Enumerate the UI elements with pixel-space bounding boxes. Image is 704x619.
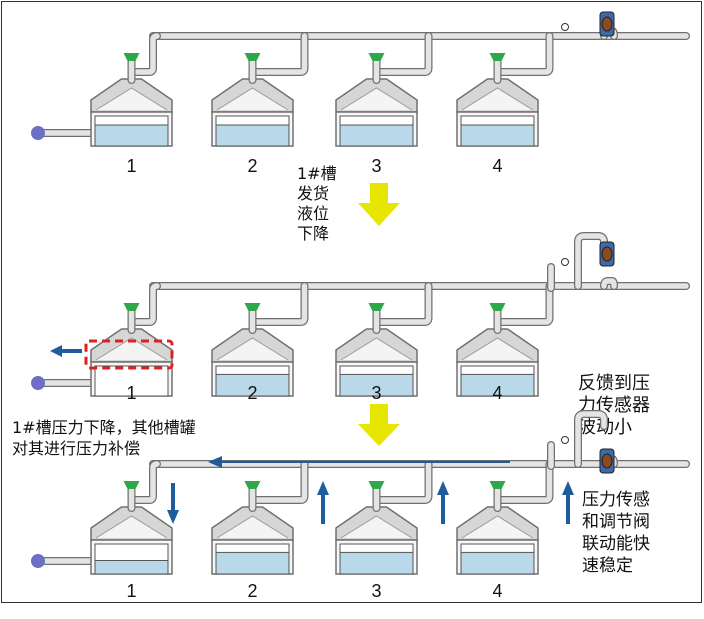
- linkage-line: 压力传感: [582, 490, 650, 510]
- feedback-annotation: 反馈到压 力传感器 波动小: [578, 373, 650, 438]
- linkage-line: 和调节阀: [582, 512, 650, 532]
- tank: 2: [211, 53, 294, 176]
- compensation-line: 1#槽压力下降，其他槽罐: [12, 418, 196, 437]
- stage-3: 1 2 3 4: [31, 410, 690, 601]
- nozzle-icon: [489, 481, 506, 489]
- tank-label: 2: [247, 156, 257, 176]
- tank: 3: [335, 53, 418, 176]
- tank-label: 2: [247, 383, 257, 403]
- tank-label: 1: [126, 156, 136, 176]
- nozzle-icon: [368, 481, 385, 489]
- tank-label: 1: [126, 383, 136, 403]
- nozzle-icon: [368, 53, 385, 61]
- compensation-flow-arrow: [208, 456, 510, 468]
- pressure-sensor-icon: [561, 436, 569, 444]
- nozzle-icon: [123, 303, 140, 311]
- step-line: 下降: [297, 224, 329, 243]
- step-line: 1#槽: [297, 164, 337, 183]
- tank-label: 1: [126, 581, 136, 601]
- stage-1: 1 2 3 4: [31, 11, 690, 176]
- tank-2-connection: [248, 32, 309, 76]
- stage-2: 1 2 3 4: [31, 232, 690, 403]
- tank-label: 3: [371, 581, 381, 601]
- tank-1-riser: [130, 460, 161, 504]
- liquid-level: [94, 560, 169, 575]
- tank-2-connection: [248, 282, 309, 326]
- tank-label: 4: [492, 156, 502, 176]
- linkage-line: 速稳定: [582, 556, 633, 576]
- pressure-sensor-icon: [561, 23, 569, 31]
- tank: 3: [335, 481, 418, 601]
- feedback-line: 反馈到压: [578, 373, 650, 394]
- valve-bypass: [600, 277, 618, 290]
- pressure-sensor-icon: [561, 258, 569, 266]
- tank-4-connection: [493, 282, 554, 326]
- tank-label: 4: [492, 581, 502, 601]
- tank-label: 4: [492, 383, 502, 403]
- step-arrow-2: [358, 404, 400, 446]
- step-1-caption: 1#槽 发货 液位 下降: [297, 164, 337, 243]
- outflow-arrow-icon: [50, 345, 82, 357]
- liquid-level: [339, 124, 414, 147]
- tank: 4: [456, 303, 539, 403]
- pump-icon: [31, 554, 45, 568]
- valve-body-icon: [601, 16, 613, 32]
- tank-label: 3: [371, 383, 381, 403]
- up-arrow-icon: [437, 481, 449, 524]
- linkage-annotation: 压力传感 和调节阀 联动能快 速稳定: [582, 490, 650, 576]
- liquid-level: [215, 373, 290, 397]
- linkage-line: 联动能快: [582, 534, 650, 554]
- nozzle-icon: [489, 303, 506, 311]
- nozzle-icon: [489, 53, 506, 61]
- compensation-line: 对其进行压力补偿: [12, 439, 140, 458]
- tank: 1: [90, 53, 173, 176]
- tank: 3: [335, 303, 418, 403]
- tank-4-connection: [493, 460, 554, 504]
- valve-body-icon: [601, 246, 613, 262]
- tank-label: 3: [371, 156, 381, 176]
- tank-label: 2: [247, 581, 257, 601]
- liquid-level: [339, 373, 414, 397]
- nozzle-icon: [244, 303, 261, 311]
- tank: 1: [90, 481, 173, 601]
- tank-3-connection: [372, 32, 433, 76]
- step-line: 发货: [297, 184, 329, 203]
- step-line: 液位: [297, 204, 329, 223]
- tank-3-connection: [372, 282, 433, 326]
- pump-icon: [31, 126, 45, 140]
- liquid-level: [460, 124, 535, 147]
- liquid-level: [460, 373, 535, 397]
- down-arrow-icon: [167, 483, 179, 524]
- sensor-line: [574, 232, 608, 290]
- nozzle-icon: [244, 53, 261, 61]
- tank-4-connection: [493, 32, 554, 76]
- liquid-level: [215, 551, 290, 575]
- sensor-line: [574, 410, 608, 468]
- up-arrow-icon: [562, 481, 574, 524]
- tank: 2: [211, 303, 294, 403]
- tank: 4: [456, 53, 539, 176]
- valve-body-icon: [601, 453, 613, 469]
- nozzle-icon: [123, 481, 140, 489]
- pump-icon: [31, 376, 45, 390]
- up-arrow-icon: [317, 481, 329, 524]
- step-arrow-1: [358, 183, 400, 226]
- liquid-level: [339, 551, 414, 575]
- liquid-level: [460, 551, 535, 575]
- nozzle-icon: [244, 481, 261, 489]
- nozzle-icon: [368, 303, 385, 311]
- tank-1-riser: [130, 282, 161, 326]
- tank: 2: [211, 481, 294, 601]
- tank: 4: [456, 481, 539, 601]
- compensation-annotation: 1#槽压力下降，其他槽罐 对其进行压力补偿: [12, 418, 196, 458]
- pressure-drop-highlight: [84, 339, 174, 370]
- tank-1-riser: [130, 32, 161, 76]
- tank-3-connection: [372, 460, 433, 504]
- liquid-level: [94, 124, 169, 147]
- nozzle-icon: [123, 53, 140, 61]
- tank-2-connection: [248, 460, 309, 504]
- liquid-level: [215, 124, 290, 147]
